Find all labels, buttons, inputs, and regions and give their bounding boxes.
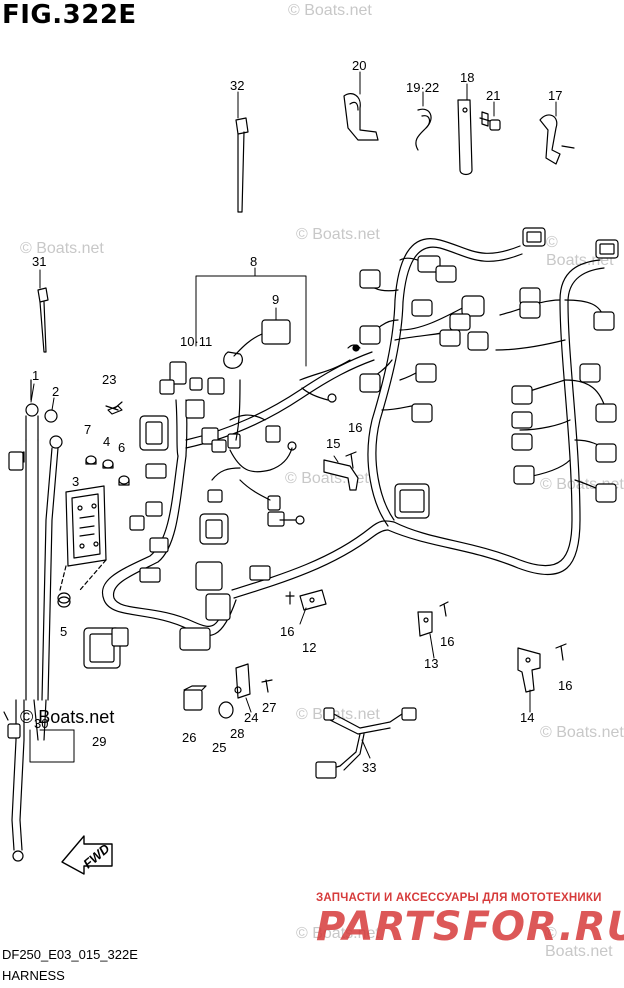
harness-connectors [359, 227, 619, 519]
callout-7: 7 [84, 422, 91, 437]
callout-26: 26 [182, 730, 196, 745]
callout-20: 20 [352, 58, 366, 73]
fwd-arrow-icon: FWD [61, 835, 113, 875]
small-fasteners [85, 401, 130, 486]
callout-24: 24 [244, 710, 258, 725]
callout-17: 17 [548, 88, 562, 103]
figure-title: FIG.322E [2, 0, 137, 30]
part-29-30-wires [3, 699, 47, 862]
callout-16: 16 [280, 624, 294, 639]
callout-33: 33 [362, 760, 376, 775]
figure-code: DF250_E03_015_322E [2, 947, 138, 962]
callout-3: 3 [72, 474, 79, 489]
callout-labels: 1 2 3 4 5 6 7 8 9 10·11 12 13 14 15 16 1… [32, 58, 572, 775]
callout-9: 9 [272, 292, 279, 307]
part-14-bracket [517, 643, 567, 693]
part-13-bracket [417, 601, 449, 637]
brand-logo: PARTSFOR.RU [316, 904, 624, 950]
callout-6: 6 [118, 440, 125, 455]
callout-16: 16 [348, 420, 362, 435]
center-connectors [83, 361, 285, 669]
callout-10-11: 10·11 [180, 334, 212, 349]
part-15-bracket [323, 451, 359, 491]
callout-13: 13 [424, 656, 438, 671]
callout-2: 2 [52, 384, 59, 399]
part-2-wire [41, 409, 63, 701]
callout-16: 16 [440, 634, 454, 649]
part-9-holder [223, 319, 291, 369]
callout-28: 28 [230, 726, 244, 741]
part-1922-clip [415, 108, 432, 151]
callout-30: 30 [34, 716, 48, 731]
part-33-harness [315, 707, 417, 779]
watermark-boats: © Boats.net [20, 240, 104, 257]
part-18-strap [457, 99, 473, 176]
callout-12: 12 [302, 640, 316, 655]
part-32-tie [235, 117, 249, 213]
part-20-clamp [343, 93, 379, 141]
part-3-plate [59, 485, 107, 591]
part-17-clamp [539, 114, 575, 165]
leader-lines [29, 71, 557, 763]
callout-27: 27 [262, 700, 276, 715]
small-parts-24-28 [183, 663, 273, 719]
part-1-wire [8, 379, 39, 701]
callout-4: 4 [103, 434, 110, 449]
brand-tagline: ЗАПЧАСТИ И АКСЕССУАРЫ ДЛЯ МОТОТЕХНИКИ [316, 892, 602, 904]
callout-14: 14 [520, 710, 534, 725]
callout-16: 16 [558, 678, 572, 693]
callout-15: 15 [326, 436, 340, 451]
part-23-bolt [105, 405, 119, 411]
part-5-nut [57, 592, 71, 608]
part-31-tie [37, 287, 49, 353]
watermark-boats-dark: © Boats.net [20, 707, 115, 727]
watermark-boats: © Boats.net [296, 925, 380, 942]
watermark-boats: © Boats.net [545, 925, 613, 960]
watermark-boats: © Boats.net [288, 2, 372, 19]
callout-32: 32 [230, 78, 244, 93]
figure-name: HARNESS [2, 968, 65, 983]
watermark-boats: © Boats.net [296, 226, 380, 243]
callout-19-22: 19·22 [406, 80, 439, 95]
callout-1: 1 [32, 368, 39, 383]
callout-8: 8 [250, 254, 257, 269]
watermark-boats: © Boats.net [540, 724, 624, 741]
callout-5: 5 [60, 624, 67, 639]
callout-21: 21 [486, 88, 500, 103]
watermark-boats: © Boats.net [296, 706, 380, 723]
callout-18: 18 [460, 70, 474, 85]
callout-23: 23 [102, 372, 116, 387]
part-12-bracket [285, 589, 327, 611]
callout-25: 25 [212, 740, 226, 755]
part-21-bolt [479, 111, 501, 131]
branch-wires [211, 344, 361, 525]
callout-31: 31 [32, 254, 46, 269]
callout-29: 29 [92, 734, 106, 749]
